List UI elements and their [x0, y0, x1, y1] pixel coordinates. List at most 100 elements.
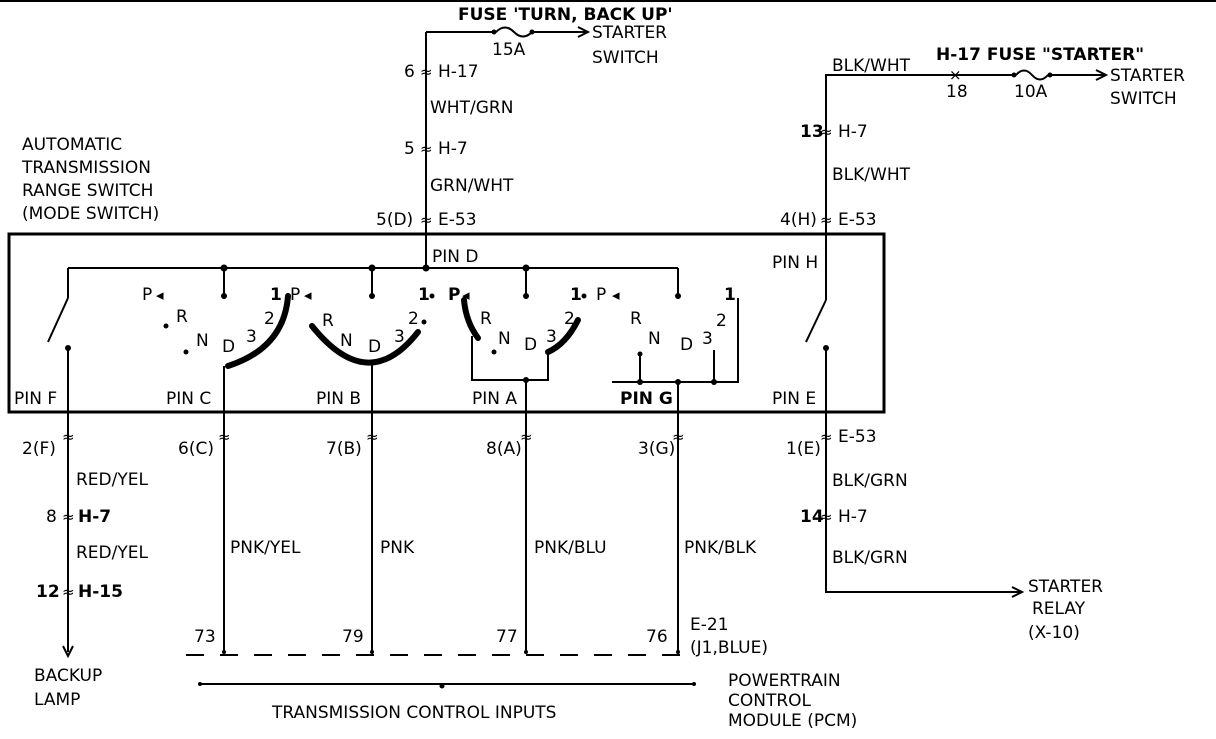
pcm-name-2: CONTROL: [728, 691, 812, 711]
g-3-label: 3: [702, 329, 713, 349]
pcm-conn-desc: (J1,BLUE): [690, 638, 768, 658]
bottom-pin-c: 6(C): [178, 439, 214, 459]
fuse-top-arrow: [577, 26, 591, 38]
bottom-pin-g: 3(G): [638, 439, 675, 459]
pcm-name-1: POWERTRAIN: [728, 671, 841, 691]
section-b-common: [369, 293, 375, 299]
a-2-label: 2: [564, 309, 575, 329]
wire-pnk: PNK: [380, 538, 415, 558]
fuse-right-dest-1: STARTER: [1110, 66, 1185, 86]
conn-r2-pin: 4(H): [780, 210, 817, 230]
fuse-right-terminal-a: [1011, 72, 1017, 78]
a-p-arrow: ◂: [462, 286, 470, 304]
wire-blk-grn-2: BLK/GRN: [832, 548, 908, 568]
connector-symbol-f: ≈: [62, 428, 75, 446]
section-a-contact-arc: [545, 317, 581, 355]
conn-r1-pin: 13: [800, 122, 824, 142]
a-1-label: 1: [570, 285, 582, 305]
fuse-right-terminal-b: [1047, 72, 1053, 78]
switch-name-4: (MODE SWITCH): [22, 204, 159, 224]
wire-grn-wht: GRN/WHT: [430, 176, 514, 196]
starter-relay-2: RELAY: [1032, 599, 1086, 619]
left-conn-3-name: H-15: [78, 582, 123, 602]
pcm-inputs-label: TRANSMISSION CONTROL INPUTS: [271, 703, 556, 723]
conn-1-pin: 6: [404, 62, 415, 82]
b-2-contact: [421, 319, 427, 325]
conn-3-pin: 5(D): [376, 210, 413, 230]
pin-f-label: PIN F: [14, 389, 57, 409]
wire-pin-e-to-relay: [825, 412, 1020, 593]
c-n-contact: [183, 349, 189, 355]
a-d-label: D: [524, 335, 537, 355]
pcm-pin-79-contact: [370, 650, 374, 654]
g-p-arrow: ◂: [612, 286, 620, 304]
c-n-label: N: [196, 331, 209, 351]
b-p-arrow: ◂: [304, 286, 312, 304]
connector-symbol-2: ≈: [420, 140, 433, 158]
c-r-contact: [163, 323, 169, 329]
b-d-label: D: [368, 337, 381, 357]
starter-relay-3: (X-10): [1028, 623, 1080, 643]
pin-e-label: PIN E: [772, 389, 816, 409]
left-conn-2-pin: 8: [46, 507, 57, 527]
section-a-common: [523, 293, 529, 299]
wire-blk-wht: BLK/WHT: [832, 165, 911, 185]
conn-1-name: H-17: [438, 62, 479, 82]
bottom-pin-e: 1(E): [786, 439, 821, 459]
pcm-name-3: MODULE (PCM): [728, 711, 857, 731]
left-conn-3-pin: 12: [36, 582, 60, 602]
section-g-common: [675, 293, 681, 299]
pcm-pin-77-contact: [524, 650, 528, 654]
bracket-end-left: [198, 682, 202, 686]
right-conn-2-pin: 14: [800, 507, 824, 527]
switch-housing: [7, 232, 886, 414]
fuse-right-title: H-17 FUSE "STARTER": [936, 45, 1144, 65]
connector-symbol-b: ≈: [366, 428, 379, 446]
g-n-label: N: [648, 329, 661, 349]
a-3-label: 3: [546, 327, 557, 347]
pin-c-label: PIN C: [166, 389, 211, 409]
wire-blk-grn-1: BLK/GRN: [832, 471, 908, 491]
section-a-park-arc: [461, 297, 481, 341]
left-conn-2-name: H-7: [78, 507, 111, 527]
connector-symbol-e: ≈: [820, 428, 833, 446]
wire-blk-wht-top: BLK/WHT: [832, 56, 911, 76]
bottom-pin-f: 2(F): [22, 439, 56, 459]
conn-2-pin: 5: [404, 139, 415, 159]
section-g-junction-1: [637, 379, 643, 385]
conn-r1-name: H-7: [838, 122, 868, 142]
connector-symbol-left-3: ≈: [62, 583, 75, 601]
wire-pnk-yel: PNK/YEL: [230, 538, 301, 558]
connector-symbol-3: ≈: [420, 211, 433, 229]
fuse-top-amp: 15A: [492, 40, 526, 60]
fuse-top-dest-2: SWITCH: [592, 48, 659, 68]
b-3-label: 3: [394, 327, 405, 347]
pcm-pin-73: 73: [194, 627, 216, 647]
wire-pnk-blu: PNK/BLU: [534, 538, 607, 558]
fuse-right-element: [1015, 69, 1049, 81]
b-r-label: R: [322, 311, 334, 331]
pcm-pin-76-contact: [676, 650, 680, 654]
pcm-pin-73-contact: [222, 650, 226, 654]
fuse-top-dest-1: STARTER: [592, 23, 667, 43]
bus-junction-3: [422, 264, 430, 272]
connector-symbol-1: ≈: [420, 63, 433, 81]
pin-f-switch-blade: [47, 297, 69, 343]
section-a-bridge: [471, 336, 549, 381]
conn-r2-name: E-53: [838, 210, 877, 230]
connector-symbol-r1: ≈: [820, 123, 833, 141]
bottom-pin-a: 8(A): [486, 439, 522, 459]
connector-symbol-left-2: ≈: [62, 508, 75, 526]
connector-symbol-g: ≈: [672, 428, 685, 446]
a-n-label: N: [498, 329, 511, 349]
switch-name-2: TRANSMISSION: [21, 158, 151, 178]
g-d-label: D: [680, 335, 693, 355]
pcm-pin-76: 76: [646, 627, 668, 647]
switch-name-1: AUTOMATIC: [22, 135, 122, 155]
section-c-contact-arc: [225, 293, 291, 369]
connector-symbol-c: ≈: [218, 428, 231, 446]
starter-relay-1: STARTER: [1028, 577, 1103, 597]
pin-h-label: PIN H: [772, 253, 818, 273]
connector-symbol-h17: ×: [949, 66, 962, 84]
